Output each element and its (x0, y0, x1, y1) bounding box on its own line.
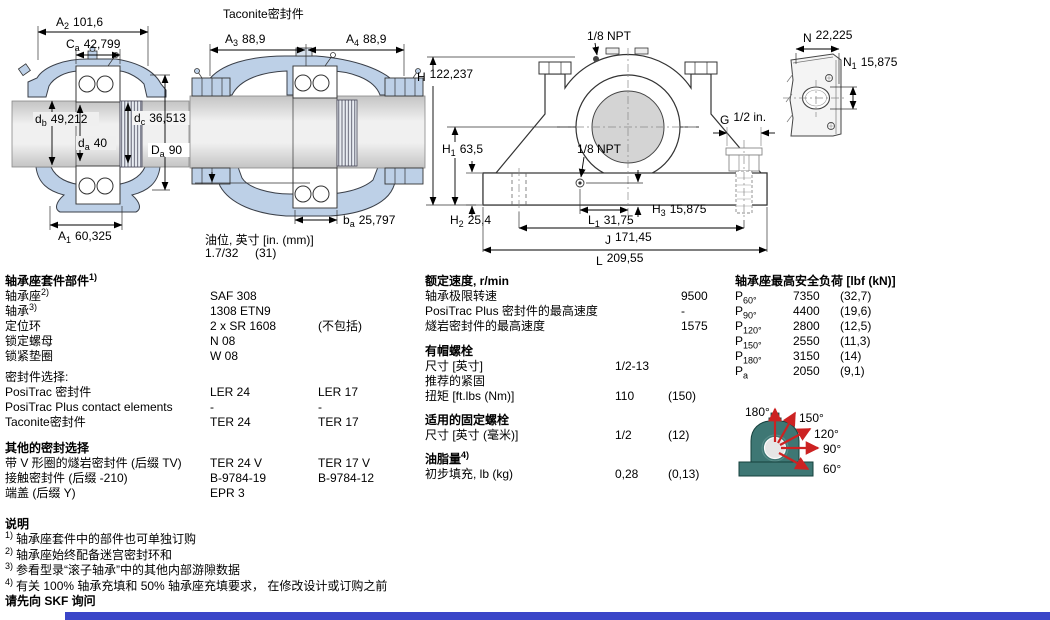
table-row: 端盖 (后缀 Y)EPR 3 (5, 486, 245, 500)
table-row: 推荐的紧固 (425, 374, 486, 388)
table-row: PosiTrac Plus 密封件的最高速度- (425, 304, 685, 318)
housing-outline (482, 47, 768, 225)
angle-label-180: 180° (745, 405, 770, 419)
note-item: 4)有关 100% 轴承充填和 50% 轴承座充填要求， 在修改设计或订购之前 (5, 576, 388, 593)
table-row: P90°4400(19,6) (735, 304, 872, 321)
note-item: 2)轴承座始终配备迷宫密封环和 (5, 545, 173, 562)
npt-top-label: 1/8 NPT (587, 29, 632, 43)
notes-section: 说明 1)轴承座套件中的部件也可单独订购 2)轴承座始终配备迷宫密封环和 3)参… (5, 517, 725, 610)
components-title: 轴承座套件部件1) (5, 272, 98, 289)
note-item: 3)参看型录“滚子轴承”中的其他内部游隙数据 (5, 561, 241, 578)
adapter-sleeve-hatch (336, 99, 358, 167)
loads-title: 轴承座最高安全负荷 [lbf (kN)] (735, 274, 896, 288)
components-table: 轴承座套件部件1) 轴承座2)SAF 308 轴承3)1308 ETN9 定位环… (5, 272, 420, 501)
anchor-bolts-table: 适用的固定螺栓 尺寸 [英寸 (毫米)]1/2(12) (425, 413, 725, 443)
table-row: P120°2800(12,5) (735, 319, 872, 336)
oil-level-line (195, 172, 310, 184)
oil-level-label: 油位, 英寸 [in. (mm)] (205, 233, 314, 247)
speeds-title: 额定速度, r/min (425, 274, 510, 288)
angle-label-60: 60° (823, 462, 841, 476)
load-arrows (768, 407, 820, 470)
notes-footer: 请先向 SKF 询问 (5, 594, 96, 608)
bottom-blue-bar (65, 612, 1050, 620)
anchor-bolts-title: 适用的固定螺栓 (425, 413, 510, 427)
safe-loads-table: 轴承座最高安全负荷 [lbf (kN)] P60°7350(32,7) P90°… (735, 274, 1045, 381)
table-row: 尺寸 [英寸]1/2-13 (425, 359, 650, 373)
cap-bolts-table: 有帽螺栓 尺寸 [英寸]1/2-13 推荐的紧固 扭矩 [ft.lbs (Nm)… (425, 344, 725, 404)
angle-label-120: 120° (814, 427, 839, 441)
npt-fitting-top (593, 56, 599, 62)
bearing-cartridge (75, 52, 143, 205)
drawing2-title: Taconite密封件 (223, 7, 304, 21)
table-row: P180°3150(14) (735, 349, 862, 366)
base-profile (783, 53, 845, 137)
table-row: P150°2550(11,3) (735, 334, 871, 351)
grease-table: 油脂量4) 初步填充, lb (kg)0,28(0,13) (425, 450, 725, 482)
angle-label-150: 150° (799, 411, 824, 425)
seal-choice-header: 密封件选择: (5, 370, 69, 384)
table-row: 初步填充, lb (kg)0,28(0,13) (425, 467, 700, 481)
shaft (189, 95, 426, 169)
other-seals-header: 其他的密封选择 (5, 441, 90, 455)
bearing-cartridge (292, 52, 358, 209)
oil-value-mm: (31) (255, 246, 277, 260)
angle-label-90: 90° (823, 442, 841, 456)
table-row: PosiTrac Plus contact elements-- (5, 400, 322, 414)
notes-title: 说明 (5, 517, 30, 531)
table-row: 轴承3)1308 ETN9 (5, 302, 271, 319)
cap-bolts-title: 有帽螺栓 (425, 344, 474, 358)
npt-mid-label: 1/8 NPT (577, 142, 622, 156)
grease-title: 油脂量4) (425, 450, 470, 467)
note-item: 1)轴承座套件中的部件也可单独订购 (5, 530, 197, 547)
oil-level-values: 1.7/32 (31) (205, 246, 276, 260)
table-row: P60°7350(32,7) (735, 289, 872, 306)
table-row: 轴承座2)SAF 308 (5, 287, 257, 304)
oil-value-in: 1.7/32 (205, 246, 239, 260)
table-row: 扭矩 [ft.lbs (Nm)]110(150) (425, 389, 697, 403)
anchor-bolt (725, 140, 763, 220)
table-row: 尺寸 [英寸 (毫米)]1/2(12) (425, 428, 690, 442)
load-angle-diagram: 180° 150° 120° 90° 60° (738, 405, 841, 477)
angle-labels: 180° 150° 120° 90° 60° (745, 405, 841, 476)
